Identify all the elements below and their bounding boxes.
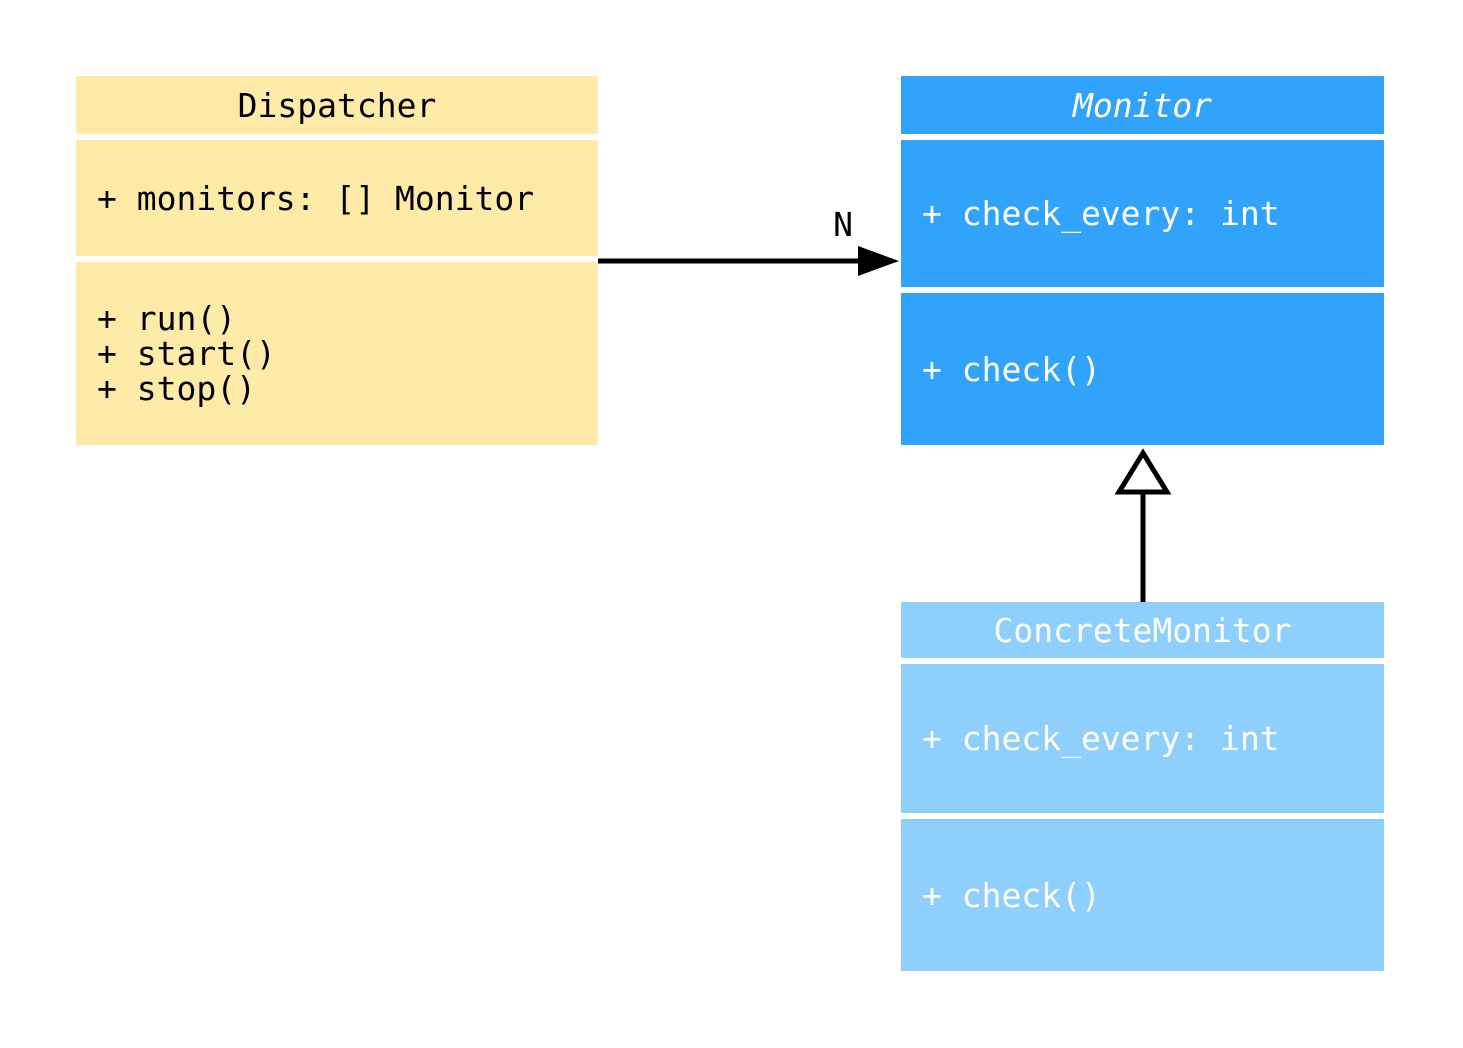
association-arrowhead-icon — [858, 246, 899, 276]
class-method: + start() — [97, 334, 276, 373]
inheritance-triangle-icon — [1114, 448, 1172, 495]
class-title-label: Dispatcher — [237, 85, 437, 125]
class-attributes-section: + monitors: [] Monitor — [76, 140, 598, 256]
class-attributes-section: + check_every: int — [901, 140, 1384, 287]
class-method: + check() — [922, 349, 1101, 389]
association-multiplicity-label: N — [833, 205, 853, 244]
class-attribute: + check_every: int — [922, 194, 1280, 233]
class-methods-section: + check() — [901, 819, 1384, 971]
class-box-dispatcher: Dispatcher + monitors: [] Monitor + run(… — [76, 76, 598, 445]
class-method: + stop() — [97, 369, 256, 408]
class-title: ConcreteMonitor — [901, 602, 1384, 658]
class-title: Dispatcher — [76, 76, 598, 134]
class-box-monitor: Monitor + check_every: int + check() — [901, 76, 1384, 445]
class-methods-section: + check() — [901, 293, 1384, 445]
class-box-concretemonitor: ConcreteMonitor + check_every: int + che… — [901, 602, 1384, 971]
class-attributes-section: + check_every: int — [901, 664, 1384, 813]
class-attribute: + monitors: [] Monitor — [97, 178, 535, 218]
class-methods-section: + run() + start() + stop() — [76, 262, 598, 445]
class-attribute: + check_every: int — [922, 719, 1280, 758]
class-title-label: Monitor — [1072, 85, 1213, 125]
class-method: + check() — [922, 875, 1101, 915]
class-title: Monitor — [901, 76, 1384, 134]
association-dispatcher-to-monitor — [598, 246, 899, 276]
class-method: + run() — [97, 299, 237, 338]
inheritance-concretemonitor-to-monitor — [1114, 448, 1172, 602]
class-title-label: ConcreteMonitor — [993, 610, 1292, 650]
